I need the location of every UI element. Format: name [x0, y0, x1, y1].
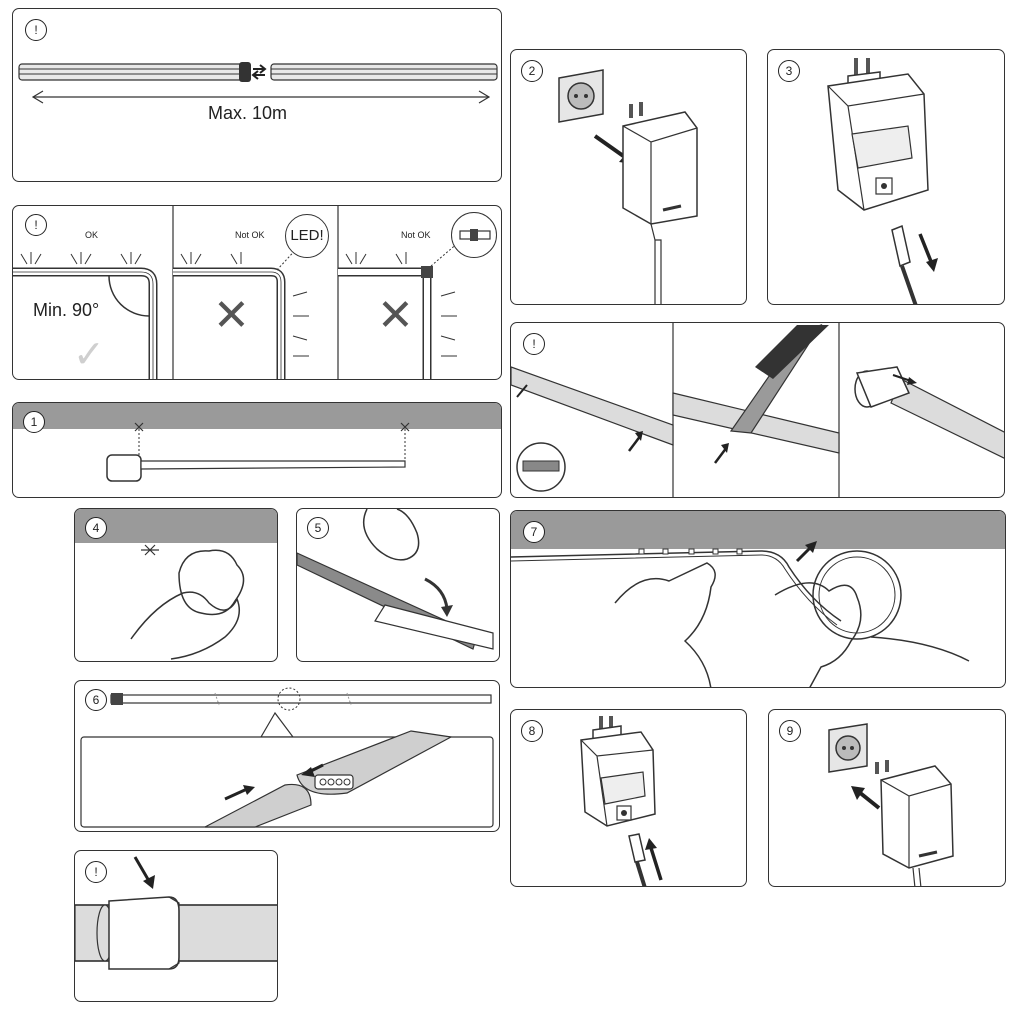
panel-step-1: 1	[12, 402, 502, 498]
right-hand	[774, 582, 862, 687]
power-adapter	[622, 111, 698, 225]
panel-max-length: ! Max. 10m	[12, 8, 502, 182]
step-header-bar	[75, 509, 277, 543]
power-connector-box	[106, 454, 142, 482]
cloth	[178, 549, 245, 616]
plug-cable-into-adapter-illustration	[580, 716, 663, 886]
cut-and-cap-illustration	[511, 323, 1004, 497]
panel-step-3: 3	[767, 49, 1005, 305]
panel-corner-rules: ! OK Min. 90	[12, 205, 502, 380]
step-number-badge: 9	[779, 720, 801, 742]
warning-badge: !	[25, 214, 47, 236]
step-header-bar	[511, 511, 1005, 549]
panel-step-2: 2	[510, 49, 747, 305]
step-number-badge: 3	[778, 60, 800, 82]
led-bubble: LED!	[285, 214, 329, 258]
left-hand	[614, 562, 716, 687]
connector-zoom-bubble	[451, 212, 497, 258]
panel-step-9: 9	[768, 709, 1006, 887]
panel-step-6: 6	[74, 680, 500, 832]
panel-clip: !	[74, 850, 278, 1002]
panel-step-4: 4	[74, 508, 278, 662]
max-length-label: Max. 10m	[208, 103, 288, 123]
step-number-badge: 5	[307, 517, 329, 539]
stick-strip-illustration	[511, 541, 970, 687]
panel-step-5: 5	[296, 508, 500, 662]
not-ok-label-1: Not OK	[235, 230, 265, 240]
dc-plug	[891, 224, 911, 268]
step-header-bar	[13, 403, 501, 429]
panel-step-7: 7	[510, 510, 1006, 688]
cross-mark-icon: ✕	[213, 290, 250, 341]
check-mark-icon: ✓	[73, 332, 105, 376]
insert-arrow-icon	[851, 786, 865, 800]
corner-rules-illustration	[13, 206, 460, 379]
ok-label: OK	[85, 230, 99, 240]
plug-adapter-into-socket-illustration	[558, 69, 698, 304]
strip-reel	[812, 550, 902, 640]
clean-surface-illustration	[130, 544, 245, 660]
warning-badge: !	[85, 861, 107, 883]
peel-tape-illustration	[297, 509, 494, 650]
min-angle-label: Min. 90°	[33, 300, 100, 320]
plug-adapter-into-wall-illustration	[828, 723, 954, 886]
cross-mark-icon: ✕	[377, 290, 414, 341]
step-number-badge: 7	[523, 521, 545, 543]
panel-cutting: !	[510, 322, 1005, 498]
bent-connector	[421, 266, 433, 278]
dc-plug	[628, 833, 646, 863]
step-number-badge: 2	[521, 60, 543, 82]
step-number-badge: 4	[85, 517, 107, 539]
insert-arrow-icon	[645, 838, 657, 850]
mounting-clip-illustration	[75, 856, 277, 970]
strip-end-connector	[239, 62, 251, 82]
light-strip-length-illustration	[18, 62, 498, 104]
connect-arrow-icon	[253, 64, 267, 74]
hand	[362, 509, 420, 561]
power-adapter	[880, 765, 954, 869]
step-number-badge: 1	[23, 411, 45, 433]
step-number-badge: 8	[521, 720, 543, 742]
panel-step-8: 8	[510, 709, 747, 887]
unplug-arrow-icon	[926, 258, 938, 272]
warning-badge: !	[25, 19, 47, 41]
press-arrow-icon	[143, 875, 155, 889]
step-number-badge: 6	[85, 689, 107, 711]
connect-strips-illustration	[80, 687, 494, 828]
clip	[108, 896, 180, 970]
connect-cable-to-adapter-illustration	[827, 58, 938, 304]
strip-placement-illustration	[106, 422, 410, 482]
not-ok-label-2: Not OK	[401, 230, 431, 240]
warning-badge: !	[523, 333, 545, 355]
hand	[130, 591, 240, 660]
peel-arrow-icon	[441, 605, 453, 617]
